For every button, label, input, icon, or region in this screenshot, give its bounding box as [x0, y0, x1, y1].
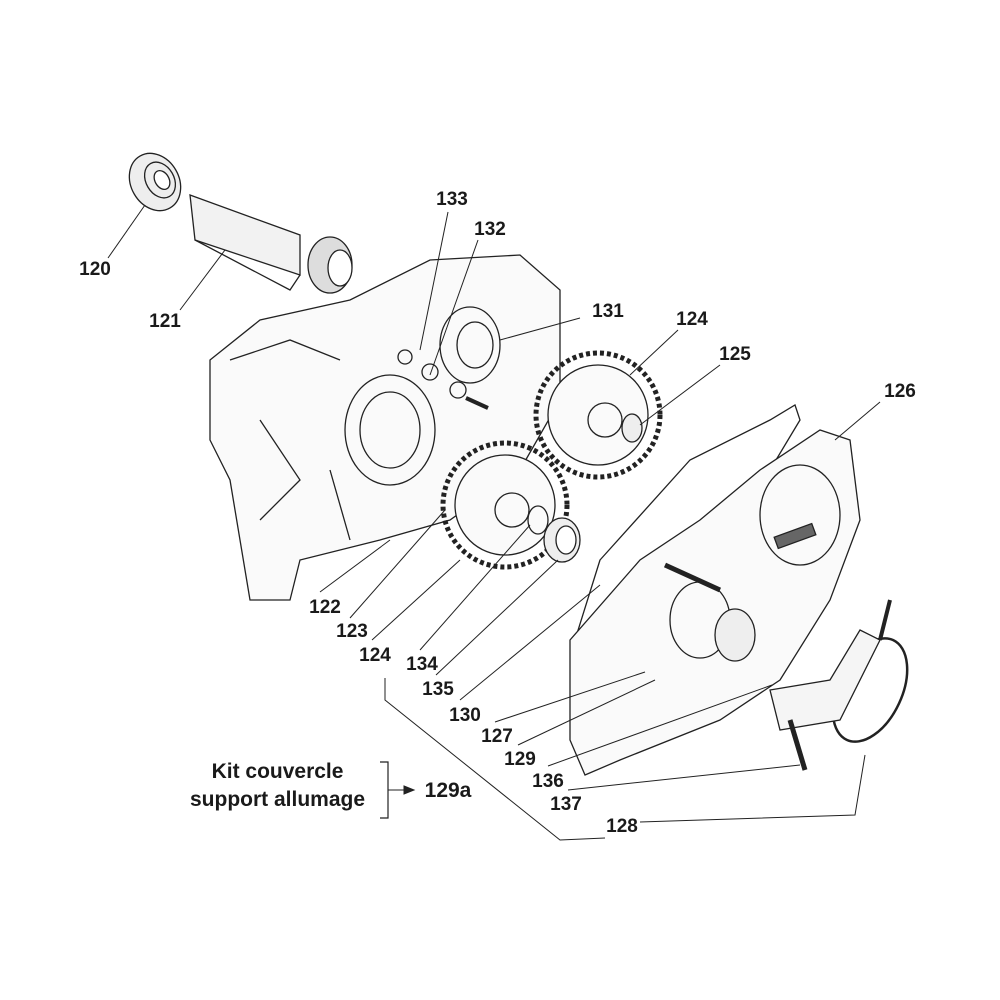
label-133: 133	[436, 189, 468, 210]
screw-and-washers	[397, 349, 489, 410]
label-126: 126	[884, 381, 916, 402]
kit-note-line1: Kit couvercle	[211, 760, 344, 783]
label-124-upper: 124	[676, 309, 708, 330]
label-127: 127	[481, 726, 513, 747]
label-128: 128	[606, 816, 638, 837]
crankcase-half	[209, 254, 561, 601]
shaft-121	[189, 194, 353, 294]
label-130: 130	[449, 705, 481, 726]
gear-124-lower	[440, 440, 581, 570]
kit-note-line2: support allumage	[190, 788, 366, 811]
kit-ref-label: 129a	[424, 779, 472, 802]
label-134: 134	[406, 654, 438, 675]
label-124-lower: 124	[359, 645, 391, 666]
gear-124-upper	[533, 350, 663, 480]
label-129: 129	[504, 749, 536, 770]
ring-and-clamp	[769, 599, 909, 771]
cover-126	[569, 429, 861, 776]
label-137: 137	[550, 794, 582, 815]
kit-note: Kit couvercle support allumage	[190, 758, 365, 814]
bearing-120	[128, 152, 182, 212]
label-131: 131	[592, 301, 624, 322]
label-123: 123	[336, 621, 368, 642]
leader-lines	[107, 204, 881, 841]
label-121: 121	[149, 311, 181, 332]
label-135: 135	[422, 679, 454, 700]
label-120: 120	[79, 259, 111, 280]
label-136: 136	[532, 771, 564, 792]
label-132: 132	[474, 219, 506, 240]
label-122: 122	[309, 597, 341, 618]
label-125: 125	[719, 344, 751, 365]
